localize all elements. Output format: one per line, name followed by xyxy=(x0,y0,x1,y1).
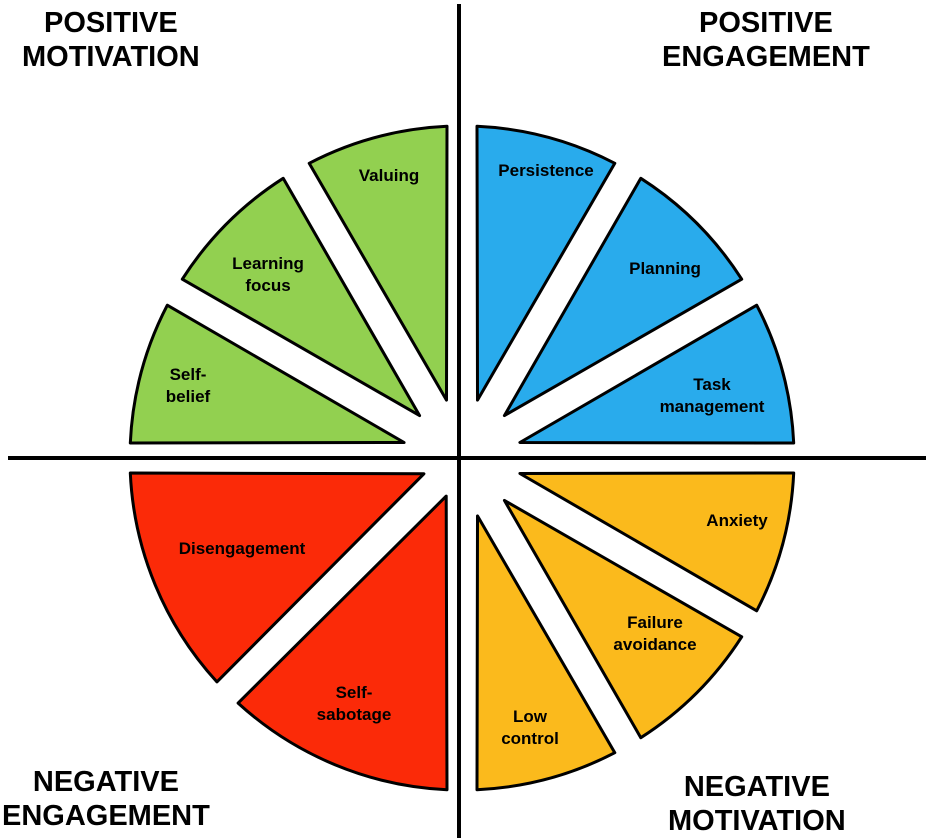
segment-label-self-sabotage: Self- sabotage xyxy=(316,683,392,724)
segment-label-planning: Planning xyxy=(629,259,701,278)
segment-task-management xyxy=(518,303,796,445)
segment-label-anxiety: Anxiety xyxy=(706,511,768,530)
segment-self-belief xyxy=(128,303,406,445)
segment-label-self-belief: Self- belief xyxy=(165,365,211,406)
segment-label-low-control: Low control xyxy=(501,707,559,748)
segment-self-sabotage xyxy=(236,494,449,792)
segment-disengagement xyxy=(128,471,426,684)
segment-failure-avoidance xyxy=(502,498,744,740)
segment-anxiety xyxy=(518,471,796,613)
segment-low-control xyxy=(475,514,617,792)
segment-label-valuing: Valuing xyxy=(358,166,420,185)
segment-label-failure-avoidance: Failure avoidance xyxy=(613,613,697,654)
segment-persistence xyxy=(475,124,617,402)
segment-learning-focus xyxy=(180,176,422,418)
quadrant-label-negative-engagement: NEGATIVE ENGAGEMENT xyxy=(2,766,210,832)
quadrant-label-positive-motivation: POSITIVE MOTIVATION xyxy=(22,7,200,73)
segment-label-persistence: Persistence xyxy=(498,161,594,180)
quadrant-label-positive-engagement: POSITIVE ENGAGEMENT xyxy=(662,7,870,73)
segment-label-task-management: Task management xyxy=(659,375,765,416)
segment-valuing xyxy=(307,124,449,402)
segment-label-learning-focus: Learning focus xyxy=(232,254,304,295)
segment-label-disengagement: Disengagement xyxy=(178,539,306,558)
quadrant-label-negative-motivation: NEGATIVE MOTIVATION xyxy=(668,771,846,837)
segment-planning xyxy=(502,176,744,418)
